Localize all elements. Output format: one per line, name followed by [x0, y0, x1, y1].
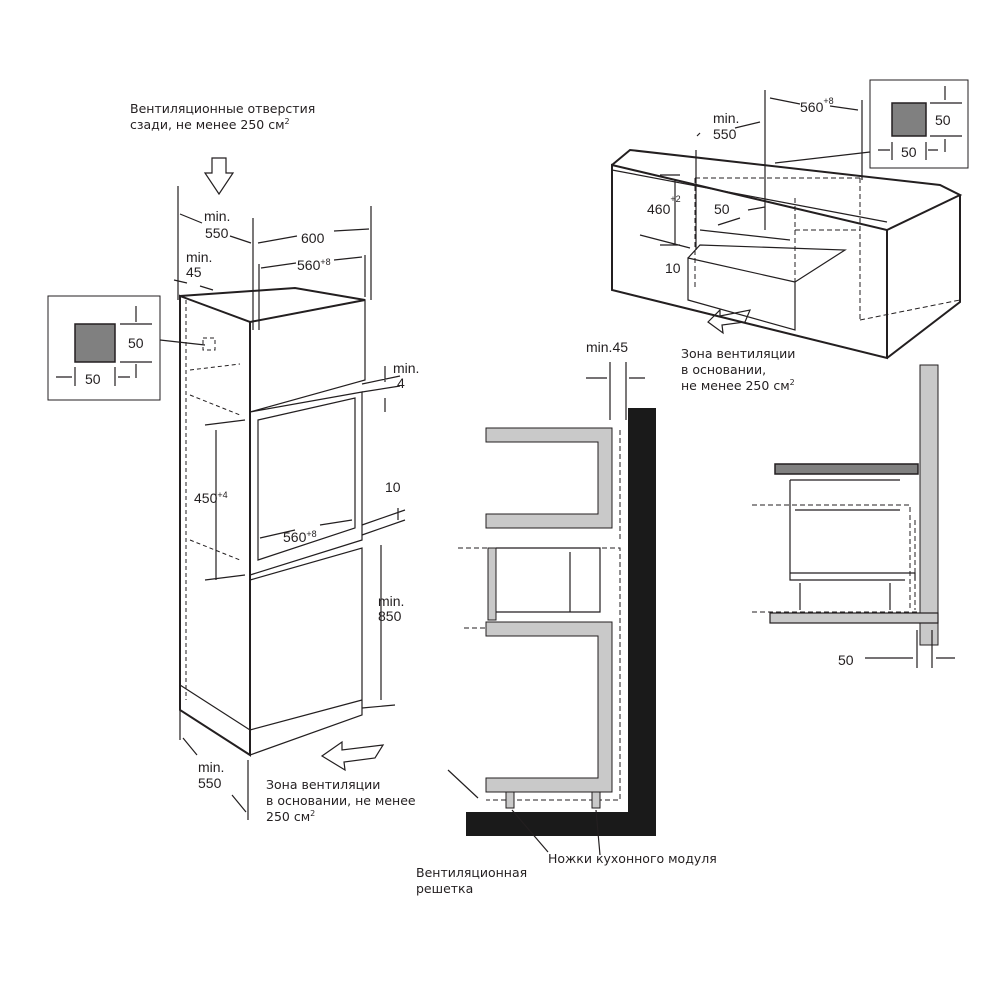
drawer-section-diagram: 50 [752, 364, 955, 668]
grille-label-line1: Вентиляционная [416, 865, 527, 880]
top-gap-value-label: 4 [397, 375, 405, 391]
tr-depth-value-label: 550 [713, 126, 737, 142]
legs-label: Ножки кухонного модуля [548, 851, 717, 866]
airflow-section-diagram: min.45 Вентиляционная решетка Ножки кухо… [416, 339, 717, 896]
tr-vent-label-line2: в основании, [681, 362, 766, 377]
top-gap-min-label: min. [393, 360, 419, 376]
airflow-arrow-down-icon [203, 157, 235, 196]
inset-height-label: 50 [128, 335, 144, 351]
countertop [774, 463, 919, 475]
shelf-gap-label: 10 [385, 479, 401, 495]
tr-inset-height-label: 50 [935, 112, 951, 128]
tr-vent-label-line3: не менее 250 см2 [681, 378, 795, 393]
counter-cabinet-outline [611, 148, 963, 360]
vent-opening-square [74, 323, 116, 363]
right-wall [919, 364, 939, 646]
vent-top-label-line2: сзади, не менее 250 см2 [130, 117, 290, 132]
upper-cabinet [485, 427, 613, 529]
floor [769, 612, 939, 624]
tr-vent-opening-square [891, 102, 927, 137]
tr-vent-label-line1: Зона вентиляции [681, 346, 795, 361]
vent-top-label-line1: Вентиляционные отверстия [130, 101, 315, 116]
base-airflow-arrow-icon [320, 740, 385, 772]
depth-min-label: min. [204, 208, 230, 224]
grille-label-line2: решетка [416, 881, 473, 896]
tall-cabinet-diagram: Вентиляционные отверстия сзади, не менее… [47, 101, 419, 824]
niche-height-label: 450+4 [194, 490, 228, 506]
base-vent-label-line3: 250 см2 [266, 809, 315, 824]
floor-value-label: 850 [378, 608, 402, 624]
base-depth-value-label: 550 [198, 775, 222, 791]
undercounter-diagram: min. 550 560+8 460+2 50 10 50 50 Зона ве… [611, 79, 969, 393]
gap-min-label: min. [186, 249, 212, 265]
tr-inset-width-label: 50 [901, 144, 917, 160]
mid-gap-label: min.45 [586, 339, 628, 355]
right-gap-label: 50 [838, 652, 854, 668]
tr-depth-min-label: min. [713, 110, 739, 126]
width-value-label: 600 [301, 230, 325, 246]
tr-depth-offset-label: 50 [714, 201, 730, 217]
floor-min-label: min. [378, 593, 404, 609]
base-vent-label-line2: в основании, не менее [266, 793, 416, 808]
tr-height-label: 460+2 [647, 194, 681, 217]
base-vent-label-line1: Зона вентиляции [266, 777, 380, 792]
tr-gap-label: 10 [665, 260, 681, 276]
inset-width-label: 50 [85, 371, 101, 387]
tall-cabinet-outline [179, 294, 251, 757]
gap-value-label: 45 [186, 264, 202, 280]
tr-width-label: 560+8 [800, 96, 834, 115]
base-depth-min-label: min. [198, 759, 224, 775]
inner-width-label: 560+8 [297, 257, 331, 273]
niche-width-label: 560+8 [283, 529, 317, 545]
tr-airflow-arrow-icon [707, 308, 751, 335]
depth-value-label: 550 [205, 225, 229, 241]
wall [466, 408, 656, 836]
lower-cabinet [485, 621, 613, 793]
